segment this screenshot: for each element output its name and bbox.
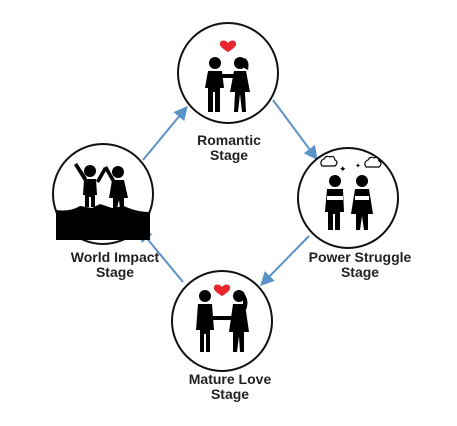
stage-label-romantic: Romantic Stage — [170, 133, 288, 163]
spark-icon: ✦ — [355, 162, 361, 170]
kissing-couple-icon — [205, 40, 250, 112]
spark-icon: ✦ — [339, 165, 347, 175]
heart-icon — [213, 284, 231, 296]
stage-label-line: Romantic — [197, 132, 261, 148]
stage-label-line: Stage — [340, 264, 380, 280]
stage-label-line: Power Struggle — [308, 249, 412, 265]
anger-cloud-icon — [364, 156, 382, 168]
stage-node-romantic — [177, 22, 279, 124]
stage-node-power-struggle: ✦ ✦ — [297, 147, 399, 249]
arrow-world-to-romantic — [142, 105, 188, 161]
stage-label-line: Stage — [209, 147, 249, 163]
stage-node-mature-love — [171, 270, 273, 372]
stage-label-mature-love: Mature Love Stage — [160, 372, 300, 402]
arguing-couple-icon: ✦ ✦ — [320, 155, 382, 230]
stage-label-line: Stage — [95, 264, 135, 280]
stage-label-world-impact: World Impact Stage — [40, 250, 190, 280]
stage-label-line: World Impact — [70, 249, 160, 265]
anger-cloud-icon — [320, 155, 338, 167]
arrow-power-to-mature — [260, 235, 310, 287]
hill-shape — [56, 204, 150, 240]
heart-icon — [219, 40, 237, 52]
cycle-arrows — [138, 99, 318, 287]
couple-holding-hands-icon — [196, 284, 249, 352]
arrow-romantic-to-power — [272, 99, 318, 161]
stage-label-line: Mature Love — [188, 371, 272, 387]
stage-label-power-struggle: Power Struggle Stage — [280, 250, 440, 280]
couple-on-hill-icon — [56, 163, 150, 240]
stage-node-world-impact — [52, 143, 154, 245]
stage-label-line: Stage — [210, 386, 250, 402]
